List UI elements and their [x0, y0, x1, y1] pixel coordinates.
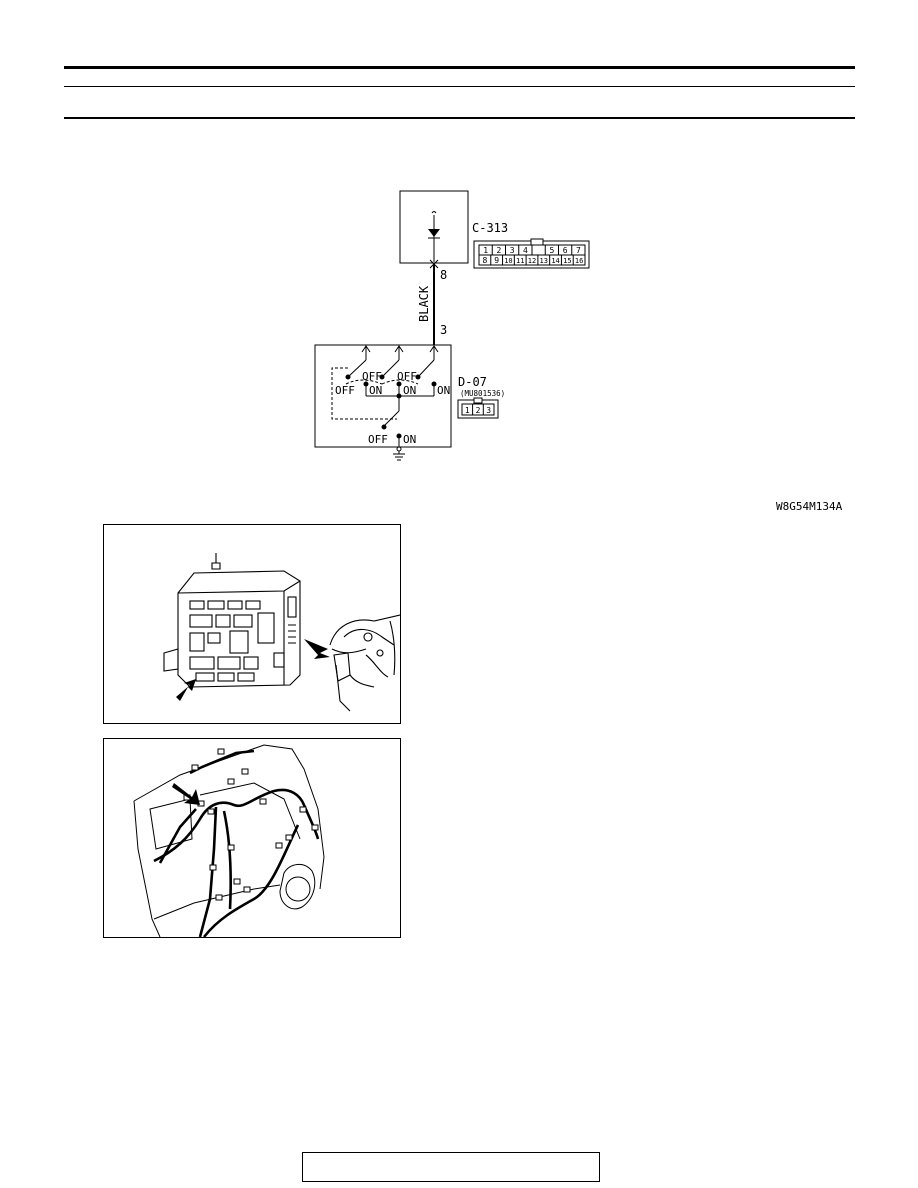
relay-box-illustration — [163, 553, 401, 712]
location-panel-harness — [103, 738, 401, 938]
switch-label-on-3: ON — [437, 384, 450, 397]
switch-label-off-4: OFF — [368, 433, 388, 446]
wire-pin-top: 8 — [440, 268, 447, 282]
connector-d07-pin: 1 — [465, 406, 470, 415]
connector-c313-pin: 12 — [528, 257, 536, 265]
connector-c313-pin: 13 — [540, 257, 548, 265]
connector-d07-pin: 3 — [486, 406, 491, 415]
connector-c313-label: C-313 — [472, 221, 508, 235]
switch-label-on-2: ON — [403, 384, 416, 397]
connector-c313-pin: 3 — [510, 246, 515, 255]
wire-color-label: BLACK — [417, 285, 431, 322]
header-rule-bottom — [64, 117, 855, 119]
connector-c313-pin: 16 — [575, 257, 583, 265]
diode-icon — [428, 229, 440, 237]
connector-c313-pin: 8 — [482, 256, 487, 265]
switch-blades — [345, 359, 437, 387]
footer-box — [302, 1152, 600, 1182]
switch-bus — [365, 384, 435, 439]
connector-d07-pin: 2 — [476, 406, 481, 415]
ground-icon — [393, 436, 405, 461]
connector-c313-pin: 5 — [549, 246, 554, 255]
harness-routing-illustration — [133, 744, 325, 938]
connector-c313-pin: 11 — [516, 257, 524, 265]
connector-d07-label: D-07 — [458, 375, 487, 389]
mechanical-link — [331, 367, 419, 420]
header-rule-middle — [64, 86, 855, 87]
connector-d07-partno: (MU801536) — [460, 389, 505, 398]
switch-label-on-4: ON — [403, 433, 416, 446]
connector-c313-pin: 7 — [576, 246, 581, 255]
connector-c313-pin: 9 — [494, 256, 499, 265]
wire-pin-bottom: 3 — [440, 323, 447, 337]
switch-component-box — [314, 344, 452, 448]
figure-code: W8G54M134A — [776, 500, 843, 513]
location-panel-relay-box — [103, 524, 401, 724]
header-rule-top — [64, 66, 855, 69]
connector-c313-pin: 1 — [483, 246, 488, 255]
connector-c313-pin: 6 — [563, 246, 568, 255]
switch-label-on-1: ON — [369, 384, 382, 397]
terminal-arrows — [361, 345, 439, 360]
connector-c313-pin: 14 — [551, 257, 559, 265]
connector-c313-pin: 10 — [504, 257, 512, 265]
pointer-arrow-icon — [172, 783, 200, 805]
pointer-arrow-icon — [304, 639, 330, 659]
connector-c313-pin: 4 — [523, 246, 528, 255]
connector-c313-pin: 2 — [496, 246, 501, 255]
switch-label-off-1: OFF — [335, 384, 355, 397]
connector-c313-pin: 15 — [563, 257, 571, 265]
upper-component-box — [399, 190, 469, 264]
pointer-arrow-icon — [176, 679, 196, 701]
